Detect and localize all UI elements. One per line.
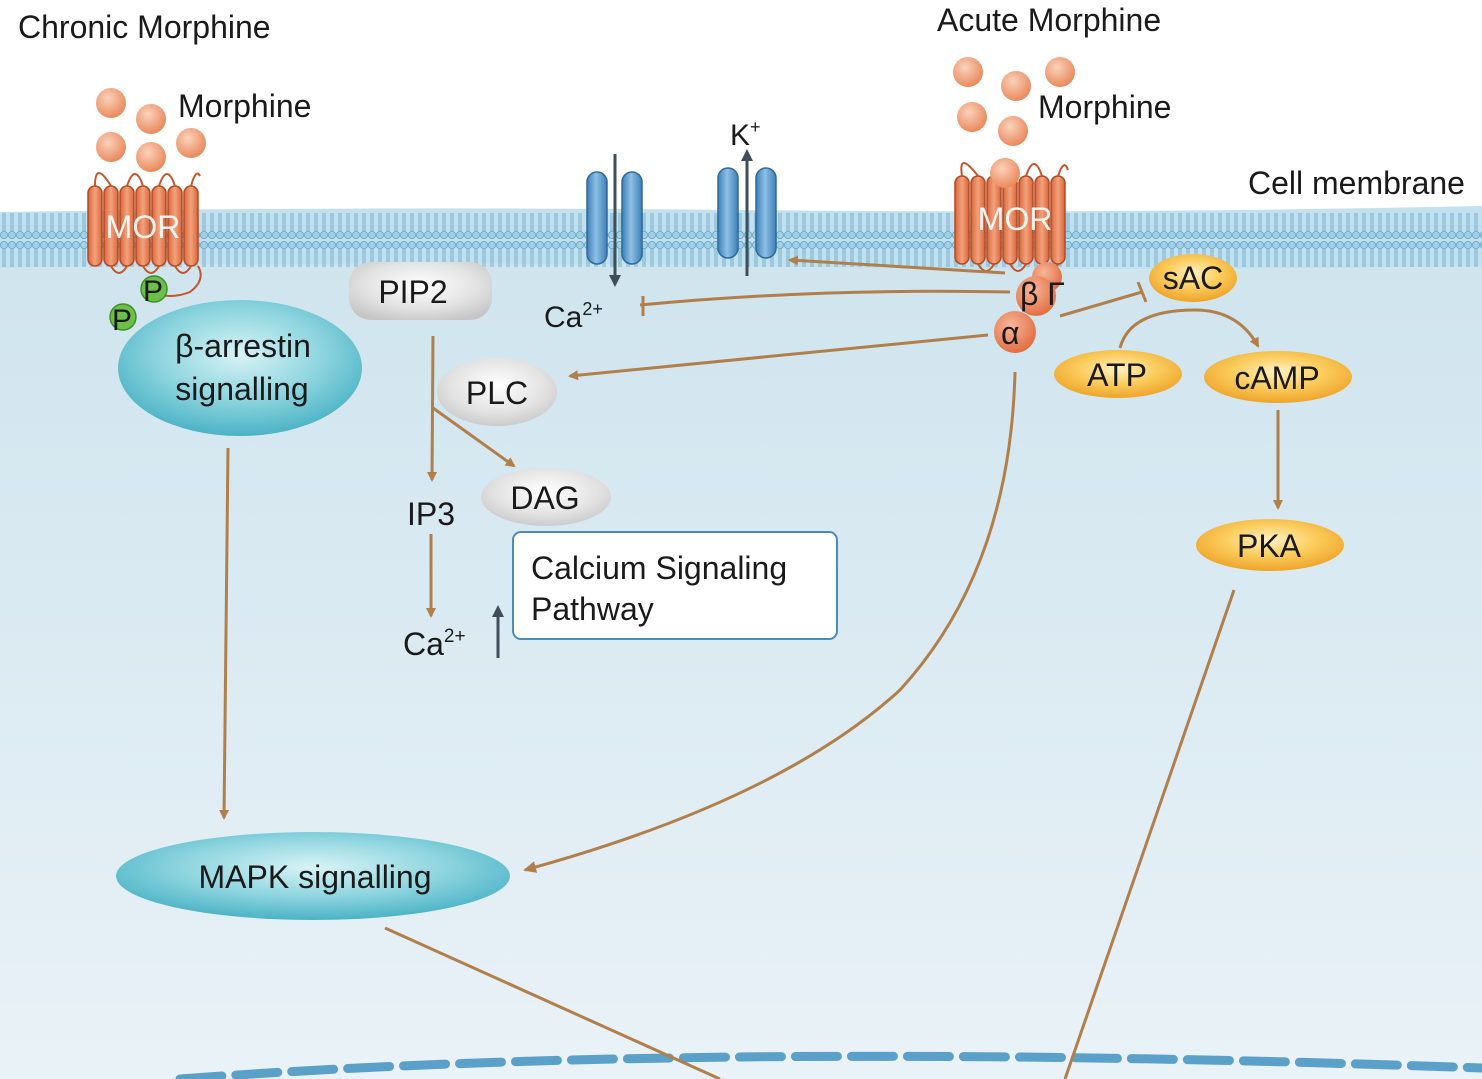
p-label-2: P: [112, 304, 132, 337]
k-ion-label: K+: [730, 117, 761, 152]
sac-node: [1149, 254, 1237, 302]
p-label-1: P: [143, 275, 163, 308]
phospho-sites: P P: [109, 275, 168, 337]
plc-node: [437, 358, 557, 426]
mor-receptor-left: MOR: [87, 172, 202, 297]
pip2-label: PIP2: [378, 274, 447, 310]
atp-node: [1054, 350, 1182, 398]
arrestin-label-1: β-arrestin: [175, 328, 311, 364]
pka-node: [1196, 519, 1344, 571]
g-protein: [994, 262, 1062, 353]
morphine-label-left: Morphine: [178, 88, 311, 124]
nuclear-membrane: [175, 1051, 1482, 1079]
ca-bottom-label: Ca2+: [403, 626, 466, 662]
mor-right-label: MOR: [978, 201, 1053, 237]
morphine-label-right: Morphine: [1038, 89, 1171, 125]
cell-membrane: [0, 206, 1482, 269]
mapk-node: [116, 832, 510, 920]
pip2-node: [349, 262, 492, 320]
text-labels: Chronic Morphine Acute Morphine Morphine…: [18, 2, 1465, 895]
beta-gamma-label: β Γ: [1020, 276, 1065, 312]
pathway-arrows: [219, 255, 1283, 1079]
ca-channel: [586, 154, 643, 287]
mor-left-label: MOR: [106, 209, 181, 245]
k-channel: [717, 149, 777, 276]
camp-node: [1204, 351, 1352, 403]
acute-morphine-label: Acute Morphine: [937, 2, 1161, 38]
plc-label: PLC: [466, 375, 528, 411]
camp-label: cAMP: [1234, 360, 1319, 396]
calcium-box-line-1: Calcium Signaling: [531, 550, 787, 586]
mapk-label: MAPK signalling: [199, 859, 432, 895]
dag-label: DAG: [510, 480, 579, 516]
morphine-molecules-left: [96, 88, 206, 172]
arrestin-label-2: signalling: [175, 371, 308, 407]
atp-label: ATP: [1087, 357, 1147, 393]
morphine-molecules-right: [953, 57, 1075, 188]
chronic-morphine-label: Chronic Morphine: [18, 9, 271, 45]
alpha-label: α: [1001, 315, 1020, 351]
pka-label: PKA: [1237, 528, 1302, 564]
ip3-label: IP3: [407, 496, 455, 532]
calcium-box-line-2: Pathway: [531, 591, 654, 627]
calcium-pathway-box: [512, 531, 838, 640]
dag-node: [481, 468, 611, 526]
sac-label: sAC: [1163, 260, 1223, 296]
beta-arrestin-node: [118, 300, 362, 436]
cell-membrane-label: Cell membrane: [1248, 165, 1465, 201]
ca-top-label: Ca2+: [544, 299, 603, 334]
